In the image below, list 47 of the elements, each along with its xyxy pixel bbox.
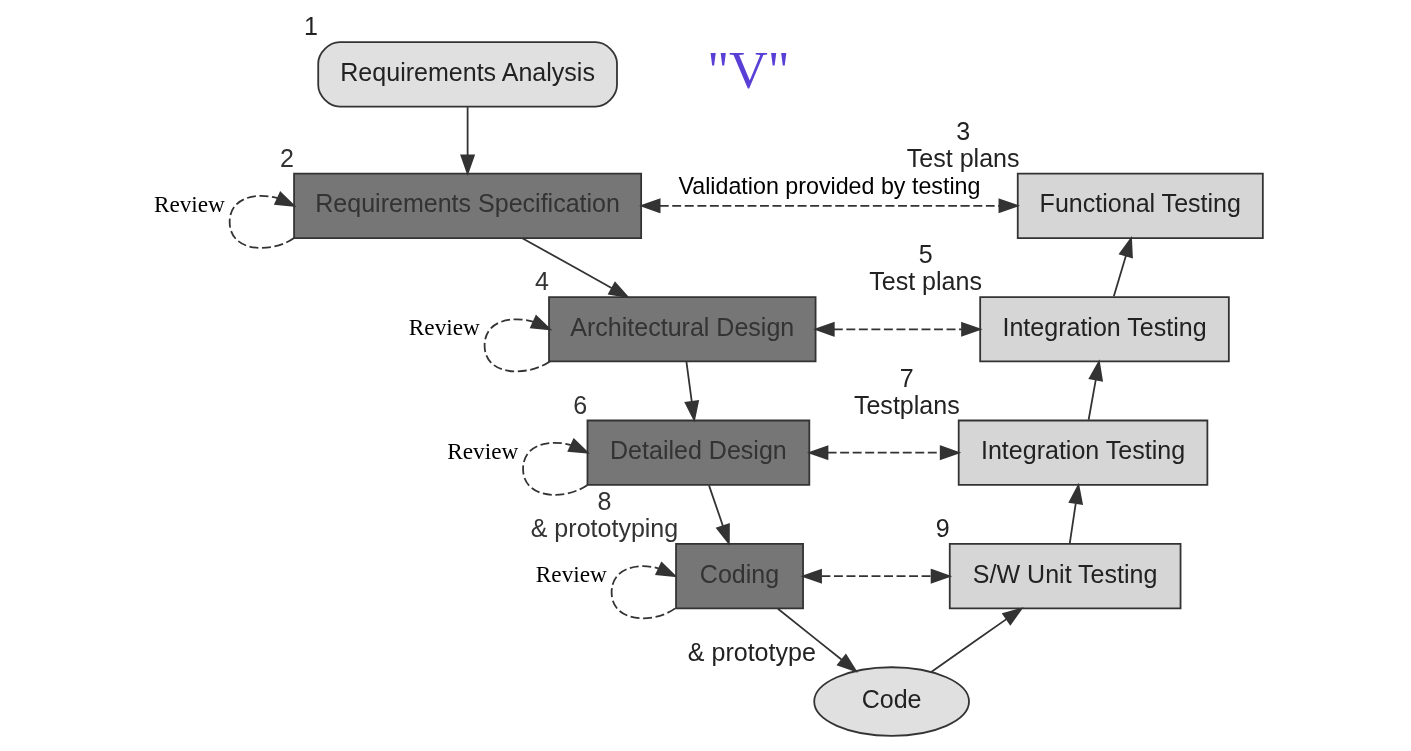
edge-label: Review [446, 437, 518, 464]
node-label: 3 [955, 116, 970, 145]
edge-label: Review [408, 314, 480, 341]
node-box: Requirements Analysis [316, 41, 618, 108]
node-box: Coding [674, 543, 804, 610]
node-box: Architectural Design [547, 296, 816, 363]
node-label: Test plans [868, 267, 982, 296]
node-label: 8 [597, 487, 611, 516]
node-label: Test plans [906, 143, 1020, 172]
arrow [228, 191, 297, 249]
node-label: 7 [899, 363, 914, 392]
node-label: 1 [303, 12, 318, 41]
arrow [929, 607, 1024, 673]
arrow [776, 607, 858, 673]
arrow [638, 198, 1020, 214]
node-box: Detailed Design [586, 419, 810, 486]
node-box: Functional Testing [1016, 172, 1264, 239]
arrow [799, 568, 952, 584]
arrow [806, 445, 961, 461]
node-box: Requirements Specification [292, 172, 642, 239]
arrow [610, 561, 678, 620]
node-label: 4 [534, 267, 549, 296]
node-box: S/W Unit Testing [948, 543, 1181, 610]
node-label: & prototype [687, 637, 816, 666]
label: "V" [706, 39, 790, 100]
arrow [520, 237, 630, 299]
node-label: 6 [572, 390, 587, 419]
node-box: Integration Testing [957, 419, 1208, 486]
arrow [1067, 482, 1083, 545]
node-label: 9 [935, 514, 950, 543]
edge-label: Validation provided by testing [677, 173, 980, 200]
edge-label: Review [535, 561, 607, 588]
node-box: Integration Testing [978, 296, 1230, 363]
arrow [812, 321, 983, 337]
node-ellipse: Code [812, 666, 970, 737]
arrow [683, 361, 699, 423]
arrow [521, 438, 590, 496]
node-label: & prototyping [530, 514, 678, 543]
edge-label: Review [153, 190, 225, 217]
arrow [459, 106, 475, 177]
arrow [1112, 235, 1133, 298]
node-label: Testplans [853, 390, 960, 419]
arrow [483, 314, 552, 373]
arrow [707, 484, 730, 546]
node-label: 2 [279, 143, 294, 172]
node-label: 5 [918, 240, 933, 269]
arrow [1087, 359, 1103, 421]
